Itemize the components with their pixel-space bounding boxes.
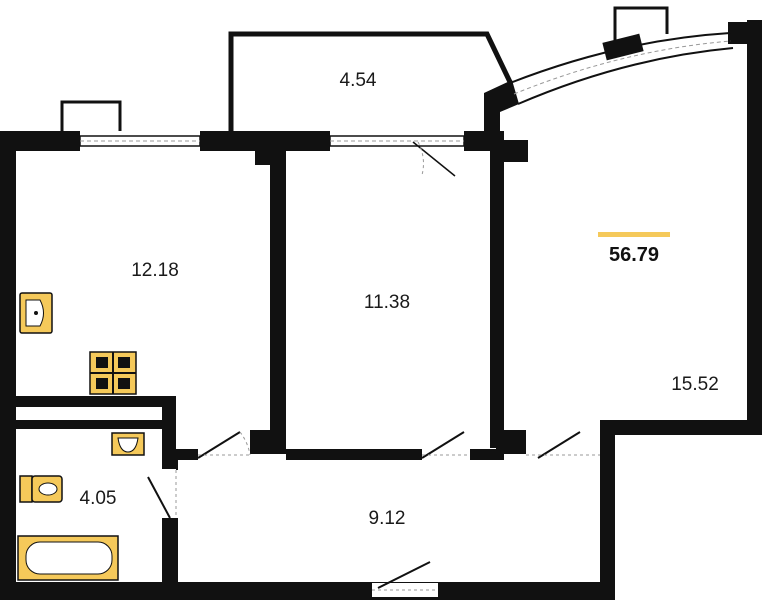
door-bedroom-middle: [421, 431, 470, 459]
bedroom-middle-area-label: 11.38: [364, 292, 410, 313]
bathroom-area-label: 4.05: [80, 488, 117, 509]
sink-icon: [19, 292, 53, 334]
door-bathroom: [147, 470, 177, 519]
bathtub-icon: [17, 535, 119, 581]
balcony-area-label: 4.54: [340, 70, 377, 91]
door-living: [526, 431, 600, 459]
interior-walls: [16, 140, 528, 582]
window-bay: [509, 6, 734, 105]
balcony-walls: [228, 31, 513, 132]
window-left: [60, 100, 201, 147]
stove-icon: [89, 351, 137, 395]
living-room-area-label: 15.52: [671, 374, 719, 395]
bathroom-sink-icon: [111, 432, 145, 456]
door-entrance: [372, 561, 438, 597]
bedroom-left-area-label: 12.18: [131, 260, 179, 281]
outer-walls: [0, 20, 762, 600]
total-area-label: 56.79: [609, 244, 659, 266]
window-balcony-door: [329, 135, 465, 177]
total-area-accent-bar: [598, 232, 670, 237]
door-bedroom-left: [197, 431, 251, 459]
toilet-icon: [19, 475, 63, 503]
hallway-area-label: 9.12: [369, 508, 406, 529]
